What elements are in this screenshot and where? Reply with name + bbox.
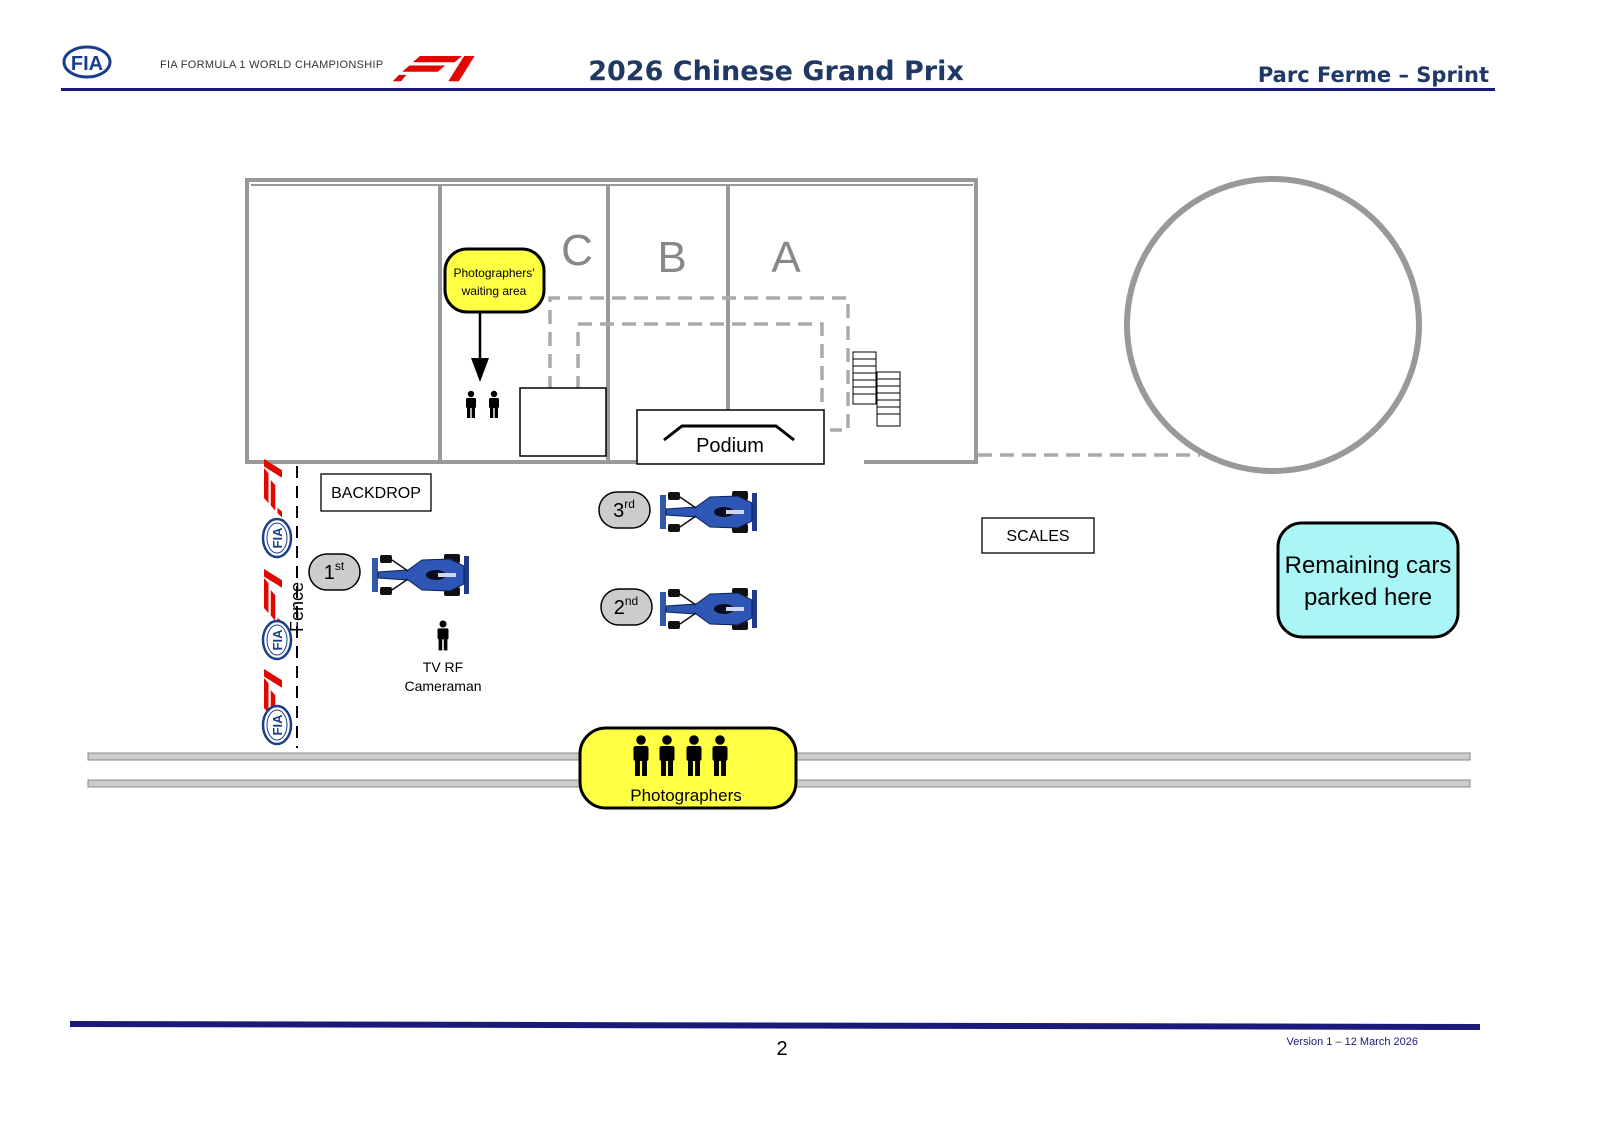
position-1: 1st	[308, 553, 470, 597]
fia-logo: FIA	[261, 619, 293, 661]
car-icon	[659, 587, 758, 631]
photographers-waiting-area: Photographers' waiting area	[443, 247, 546, 418]
tv-cameraman: TV RF Cameraman	[404, 620, 482, 694]
circular-area	[1124, 176, 1422, 474]
position-number: 1	[324, 562, 335, 584]
header-divider	[61, 88, 1495, 91]
scales-label: SCALES	[1006, 528, 1069, 545]
cameraman-line1: TV RF	[423, 659, 463, 675]
fia-logo: FIA	[261, 517, 293, 559]
page-number: 2	[776, 1038, 787, 1060]
partition-wall	[438, 184, 442, 460]
svg-text:FIA: FIA	[270, 629, 285, 651]
svg-text:2nd: 2nd	[614, 594, 638, 619]
f1-logo	[264, 569, 282, 628]
waiting-area-line1: Photographers'	[453, 266, 534, 280]
version-label: Version 1 – 12 March 2026	[1287, 1036, 1418, 1048]
page-subtitle: Parc Ferme – Sprint	[1258, 63, 1489, 87]
fia-logo: FIA	[261, 704, 293, 746]
scales: SCALES	[981, 517, 1095, 554]
photographers-label: Photographers	[630, 786, 742, 805]
fence-label: Fence	[287, 582, 307, 632]
backdrop: BACKDROP	[320, 473, 432, 512]
car-icon	[659, 490, 758, 534]
position-suffix: rd	[624, 497, 635, 511]
position-suffix: nd	[625, 594, 638, 608]
podium: Podium	[636, 409, 825, 465]
svg-text:FIA: FIA	[270, 714, 285, 736]
position-number: 3	[613, 500, 624, 522]
car-icon	[371, 553, 470, 597]
fence: Fence FIA FIA FIA	[261, 459, 307, 748]
podium-label: Podium	[696, 435, 764, 457]
person-icon	[466, 390, 476, 418]
championship-label: FIA FORMULA 1 WORLD CHAMPIONSHIP	[160, 59, 384, 71]
dashed-route-outer	[548, 296, 850, 432]
svg-text:FIA: FIA	[270, 527, 285, 549]
zone-c-label: C	[561, 226, 593, 275]
zone-a-label: A	[771, 233, 801, 282]
page-title: 2026 Chinese Grand Prix	[588, 56, 964, 87]
f1-logo	[264, 459, 282, 518]
remaining-cars-line1: Remaining cars	[1285, 552, 1452, 579]
photographers-area: Photographers	[87, 726, 1471, 810]
person-icon	[489, 390, 499, 418]
parc-ferme-building: C B A Podium Photographers' waiting area	[245, 178, 1200, 465]
waiting-area-line2: waiting area	[461, 284, 527, 298]
fia-logo-text: FIA	[71, 53, 103, 75]
remaining-cars-line2: parked here	[1304, 584, 1432, 611]
page-header: FIA FIA FORMULA 1 WORLD CHAMPIONSHIP 202…	[61, 45, 1495, 91]
backdrop-label: BACKDROP	[331, 485, 421, 502]
f1-logo	[392, 56, 475, 82]
stairs-icon	[852, 351, 901, 427]
position-2: 2nd	[600, 587, 758, 631]
cameraman-line2: Cameraman	[404, 678, 481, 694]
remaining-cars-area: Remaining cars parked here	[1276, 521, 1460, 639]
position-3: 3rd	[598, 490, 758, 534]
arrow-down-icon	[471, 358, 489, 382]
position-number: 2	[614, 597, 625, 619]
partition-wall	[606, 184, 610, 460]
dashed-route-inner	[576, 322, 824, 416]
svg-text:1st: 1st	[324, 559, 345, 584]
position-suffix: st	[335, 559, 345, 573]
fia-logo: FIA	[62, 45, 112, 79]
footer-divider	[70, 1021, 1480, 1030]
person-icon	[437, 620, 449, 651]
page-footer: 2 Version 1 – 12 March 2026	[70, 1021, 1480, 1060]
small-room	[519, 387, 607, 457]
zone-b-label: B	[657, 233, 686, 282]
svg-text:3rd: 3rd	[613, 497, 635, 522]
